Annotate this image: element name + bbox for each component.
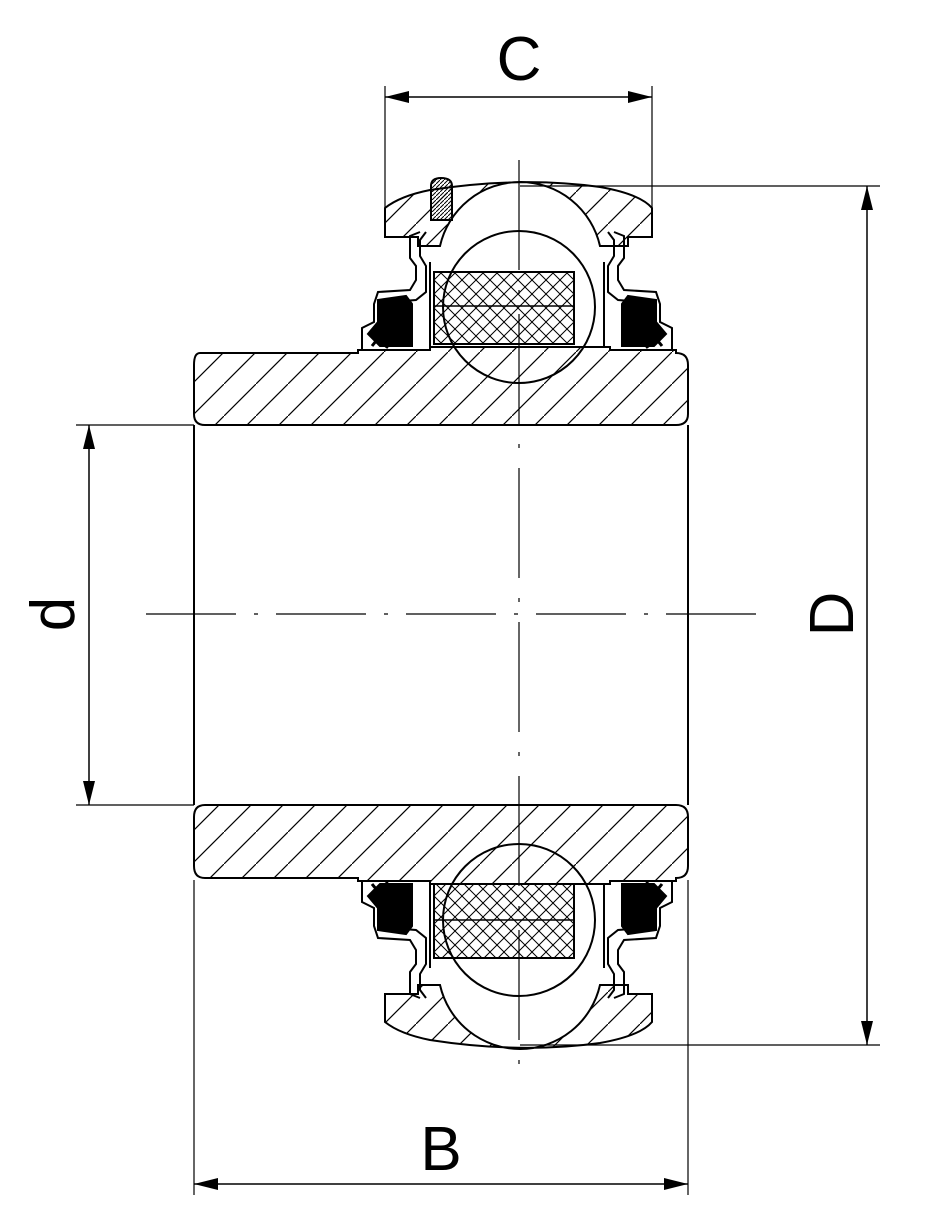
label-d-outer: D	[798, 592, 867, 637]
outer-ring-top	[384, 176, 653, 247]
seal-top-right	[603, 231, 673, 350]
cage-bottom	[433, 883, 575, 959]
inner-ring-bottom	[193, 804, 689, 885]
center-lines	[146, 160, 756, 1072]
outer-ring-bottom	[384, 984, 653, 1050]
dimension-lines	[83, 91, 873, 1190]
extension-lines	[76, 86, 880, 1195]
set-screw-icon	[430, 176, 453, 221]
seal-bottom-left	[361, 880, 431, 999]
label-c: C	[497, 25, 542, 94]
label-d-bore: d	[19, 597, 88, 631]
cage-top	[433, 271, 575, 345]
label-b: B	[420, 1115, 461, 1184]
inner-ring-top	[193, 346, 689, 426]
seal-bottom-right	[603, 880, 673, 999]
seal-top-left	[361, 231, 431, 350]
